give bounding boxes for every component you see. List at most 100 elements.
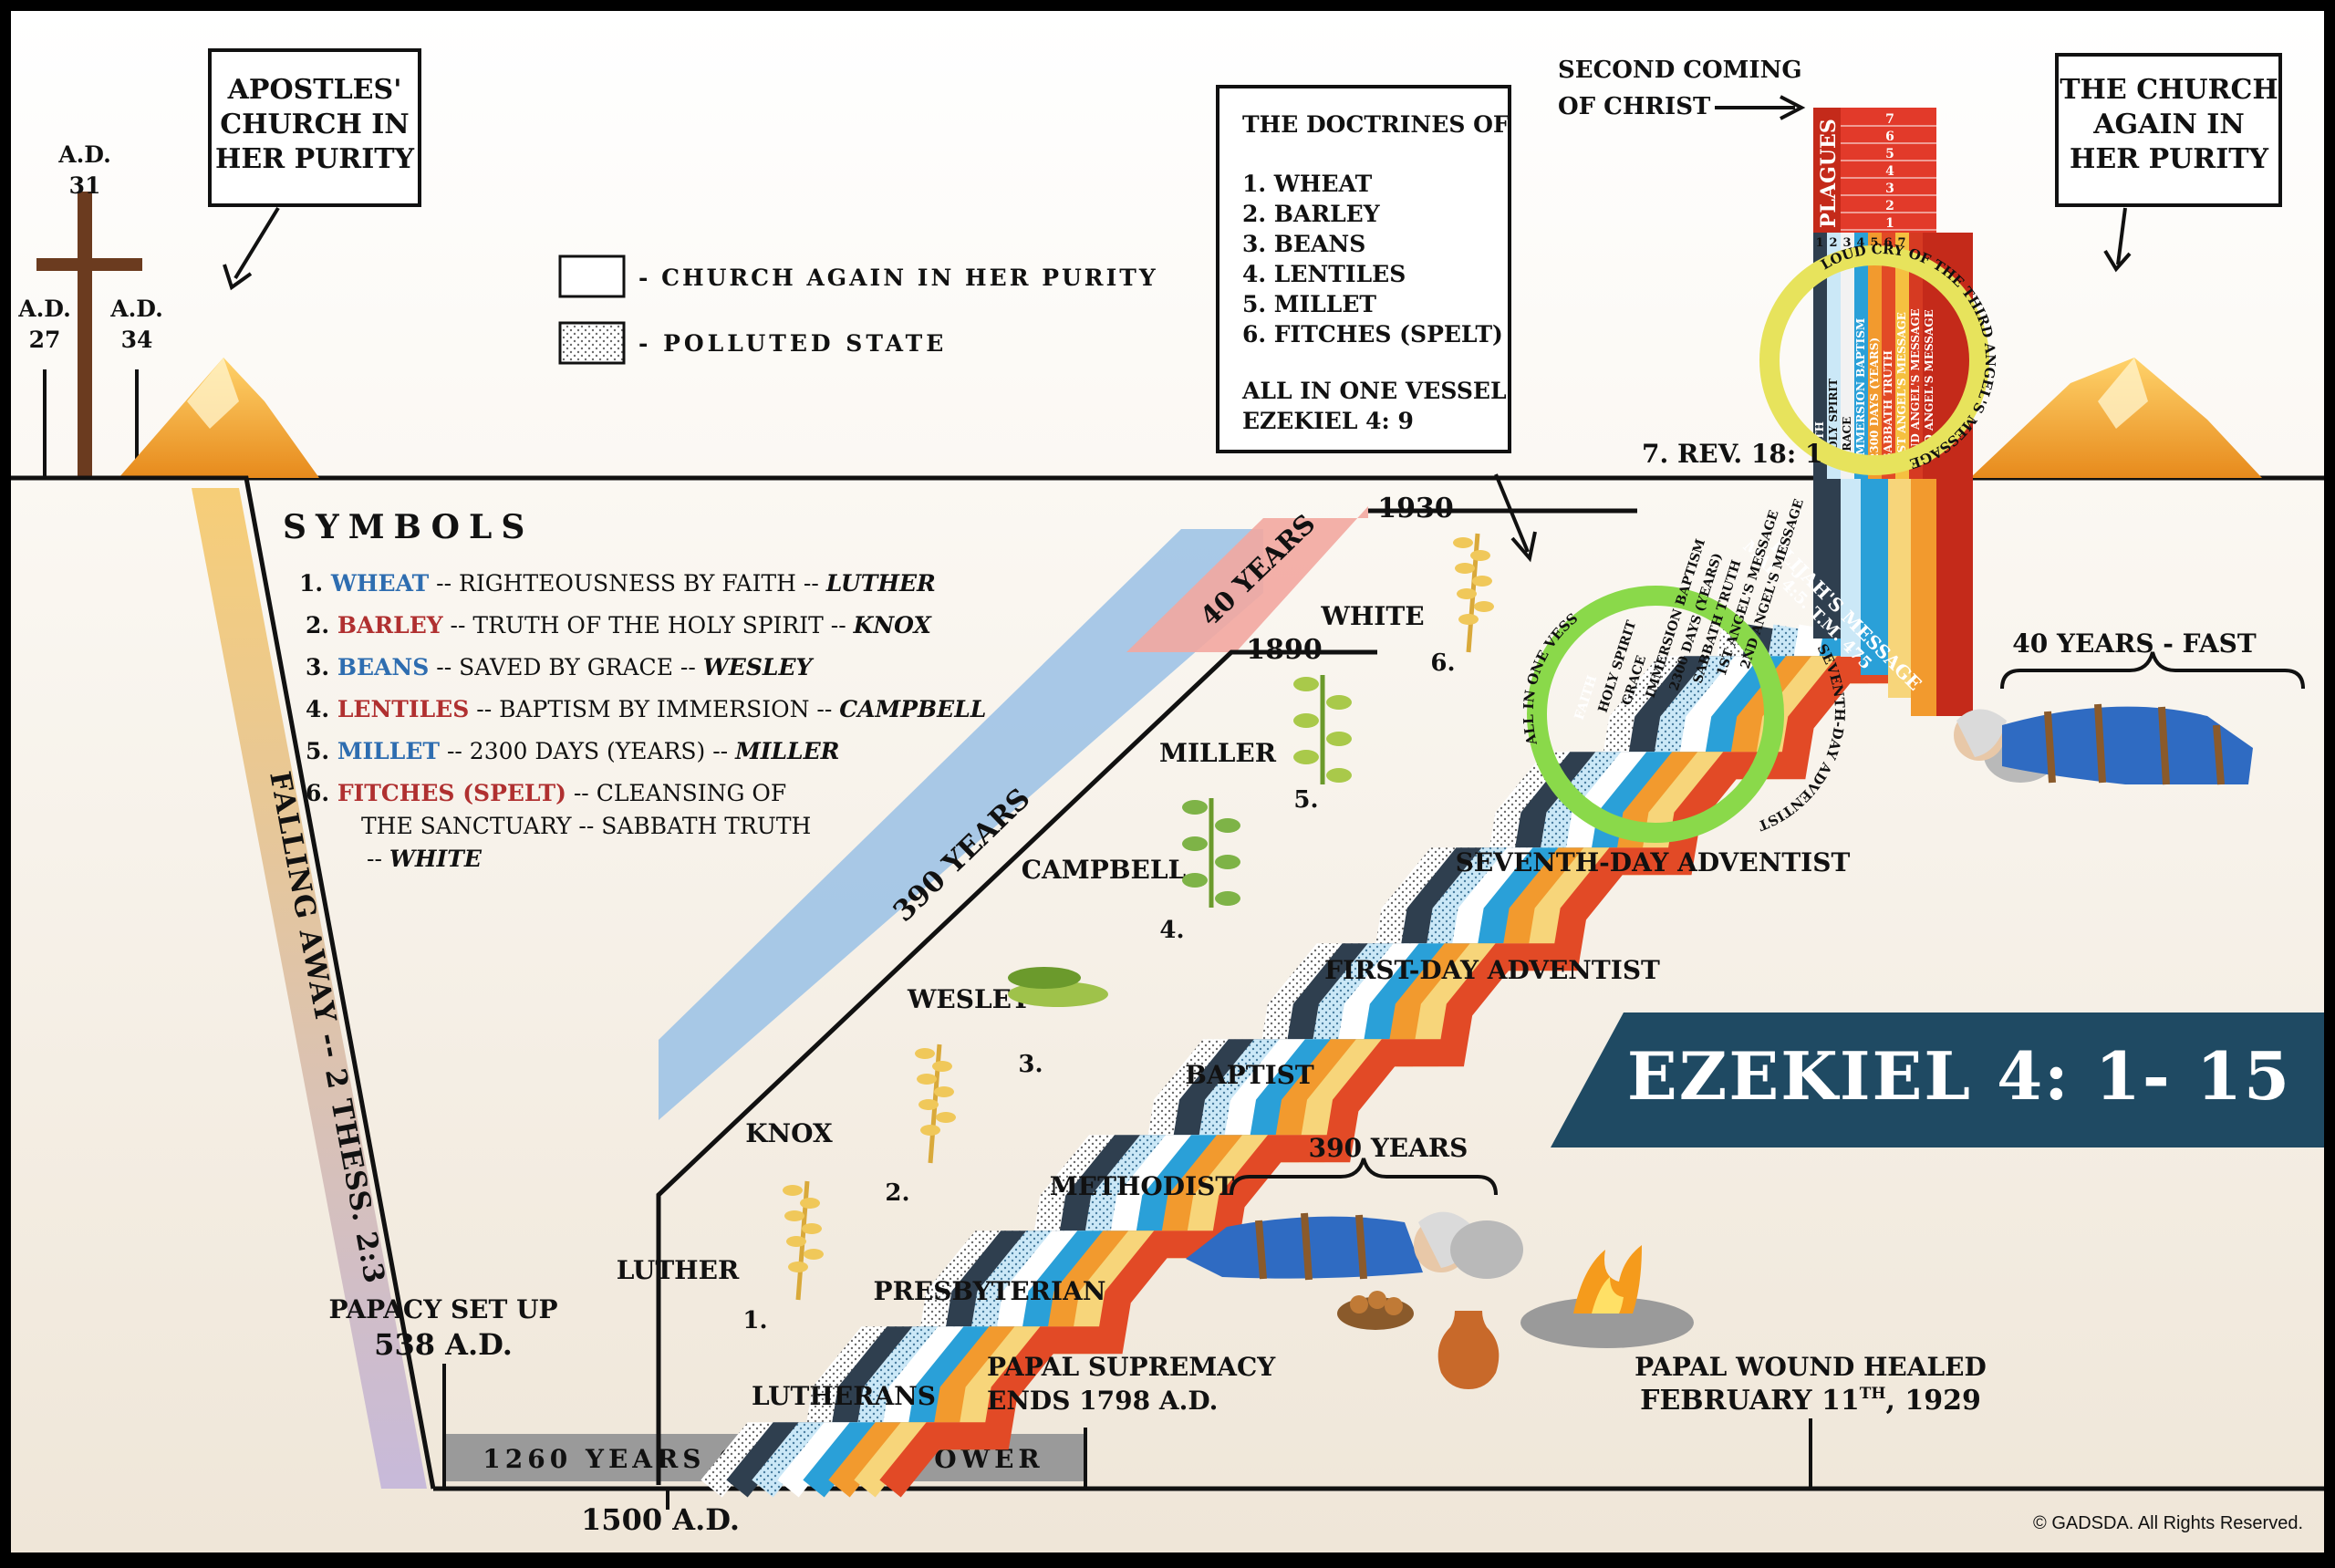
- doctrine-item: 3. BEANS: [1242, 231, 1365, 257]
- reformer-name: LUTHER: [617, 1255, 740, 1285]
- symbol-row: 6. FITCHES (SPELT) -- CLEANSING OF: [306, 780, 786, 806]
- tower-column: [1909, 233, 1923, 479]
- tower-column-label: 1ST ANGEL'S MESSAGE: [1895, 312, 1908, 461]
- doctrine-item: 2. BARLEY: [1242, 201, 1381, 227]
- symbols-list: 1. WHEAT -- RIGHTEOUSNESS BY FAITH -- LU…: [299, 570, 986, 872]
- ezekiel-lying-figure-icon: [1186, 1211, 1523, 1281]
- legend-purity-label: - CHURCH AGAIN IN HER PURITY: [638, 265, 1158, 291]
- doctrines-arrowhead: [1510, 531, 1537, 563]
- reformer-number: 3.: [1018, 1051, 1043, 1078]
- years-390-bar: [659, 529, 1263, 1120]
- tower-column-label: 3RD ANGEL'S MESSAGE: [1923, 309, 1935, 461]
- wound-line2: FEBRUARY 11TH, 1929: [1640, 1385, 1981, 1417]
- tower-column: [1841, 233, 1854, 479]
- plague-number: 4: [1885, 164, 1894, 179]
- tower-column-number: 4: [1856, 236, 1864, 250]
- tower-column-label: GRACE: [1841, 417, 1853, 461]
- church-label: BAPTIST: [1185, 1060, 1314, 1090]
- tower-column-number: 1: [1815, 236, 1823, 250]
- right-mountain-icon: [1970, 358, 2262, 478]
- tower-column: [1827, 233, 1841, 479]
- tower-column: [1882, 233, 1895, 479]
- symbol-row: 4. LENTILES -- BAPTISM BY IMMERSION -- C…: [306, 696, 986, 722]
- wheat-icon: [783, 1180, 824, 1301]
- cross-icon: [36, 192, 142, 478]
- tower-column-number: 2: [1829, 236, 1837, 250]
- yellow-ring: [1759, 245, 1989, 475]
- reformer-name: KNOX: [745, 1118, 833, 1148]
- reformer-number: 4.: [1159, 917, 1184, 944]
- ezekiel-fast-figure-icon: [1954, 703, 2253, 785]
- supremacy-line1: PAPAL SUPREMACY: [987, 1352, 1276, 1382]
- falling-away-line: [11, 475, 436, 1490]
- copyright: © GADSDA. All Rights Reserved.: [2033, 1513, 2303, 1533]
- tower-right-yellow: [1888, 479, 1911, 698]
- tower-column: [1895, 233, 1909, 479]
- church-label: METHODIST: [1050, 1171, 1235, 1201]
- second-coming-line1: SECOND COMING: [1558, 57, 1802, 84]
- tower-column: [1813, 233, 1827, 479]
- legend-purity-swatch: [558, 254, 626, 298]
- reformer-name: WESLEY: [907, 984, 1031, 1014]
- years390-people-label: 390 YEARS: [1309, 1133, 1468, 1163]
- apostles-arrowhead: [223, 264, 253, 291]
- reformer-name: MILLER: [1159, 738, 1277, 768]
- doctrine-item: 4. LENTILES: [1242, 261, 1406, 287]
- plague-number: 3: [1885, 182, 1894, 196]
- tower-column-number: 6: [1884, 236, 1892, 250]
- campfire-icon: [1520, 1245, 1694, 1348]
- bread-bowl-icon: [1337, 1291, 1414, 1330]
- ad31-label: A.D.31: [57, 141, 111, 199]
- millet-icon: [1293, 675, 1352, 784]
- tower-column-number: 5: [1870, 236, 1878, 250]
- tower-column: [1854, 233, 1868, 479]
- tower-column-label: 2300 DAYS (YEARS): [1868, 337, 1881, 461]
- beans-icon: [1008, 967, 1108, 1007]
- symbol-row: 3. BEANS -- SAVED BY GRACE -- WESLEY: [306, 654, 815, 680]
- second-coming-line2: OF CHRIST: [1558, 93, 1711, 120]
- tower-column-label: SABBATH TRUTH: [1882, 350, 1894, 461]
- reformer-name: WHITE: [1320, 601, 1424, 631]
- spelt-icon: [1453, 533, 1494, 653]
- grain-icons: [783, 533, 1494, 1301]
- doctrines-footer-2: EZEKIEL 4: 9: [1242, 408, 1414, 434]
- tower-column: [1868, 233, 1882, 479]
- jug-icon: [1437, 1311, 1500, 1389]
- year-1500: 1500 A.D.: [581, 1502, 740, 1537]
- tower-right-orange: [1911, 479, 1936, 716]
- symbol-row: 5. MILLET -- 2300 DAYS (YEARS) -- MILLER: [306, 738, 839, 764]
- reformer-labels: LUTHER1.KNOX2.WESLEY3.CAMPBELL4.MILLER5.…: [617, 601, 1456, 1334]
- ad34-label: A.D.34: [109, 296, 163, 353]
- symbol-row6-line3: -- WHITE: [367, 846, 483, 872]
- church-label: LUTHERANS: [752, 1381, 936, 1411]
- reformer-number: 1.: [742, 1307, 767, 1334]
- title-text: EZEKIEL 4: 1- 15: [1627, 1037, 2291, 1115]
- wound-line1: PAPAL WOUND HEALED: [1634, 1352, 1987, 1382]
- green-ring: [1527, 586, 1784, 843]
- plague-number: 6: [1885, 130, 1894, 144]
- reformer-name: CAMPBELL: [1022, 855, 1187, 885]
- symbol-row: 2. BARLEY -- TRUTH OF THE HOLY SPIRIT --…: [306, 612, 933, 639]
- symbol-row: 1. WHEAT -- RIGHTEOUSNESS BY FAITH -- LU…: [299, 570, 936, 597]
- tower-column: [1923, 233, 1936, 479]
- reformer-number: 2.: [885, 1179, 909, 1207]
- doctrine-item: 1. WHEAT: [1242, 171, 1373, 197]
- tower-column-number: 7: [1897, 236, 1905, 250]
- apostles-box: [208, 48, 421, 207]
- legend-polluted-label: - POLLUTED STATE: [638, 330, 947, 357]
- tower-right-dark: [1813, 479, 1841, 639]
- tower-right-blue: [1861, 479, 1888, 675]
- plagues-label: PLAGUES: [1817, 119, 1841, 228]
- tower-right-lightblue: [1841, 479, 1861, 657]
- supremacy-line2: ENDS 1798 A.D.: [987, 1386, 1218, 1416]
- doctrines-box: [1216, 85, 1511, 453]
- plagues-header-strip: [1813, 108, 1841, 233]
- papacy-line2: 538 A.D.: [374, 1327, 513, 1362]
- church-label: SEVENTH-DAY ADVENTIST: [1456, 847, 1851, 877]
- barley-icon: [915, 1044, 956, 1164]
- doctrines-title: THE DOCTRINES OF: [1242, 111, 1510, 138]
